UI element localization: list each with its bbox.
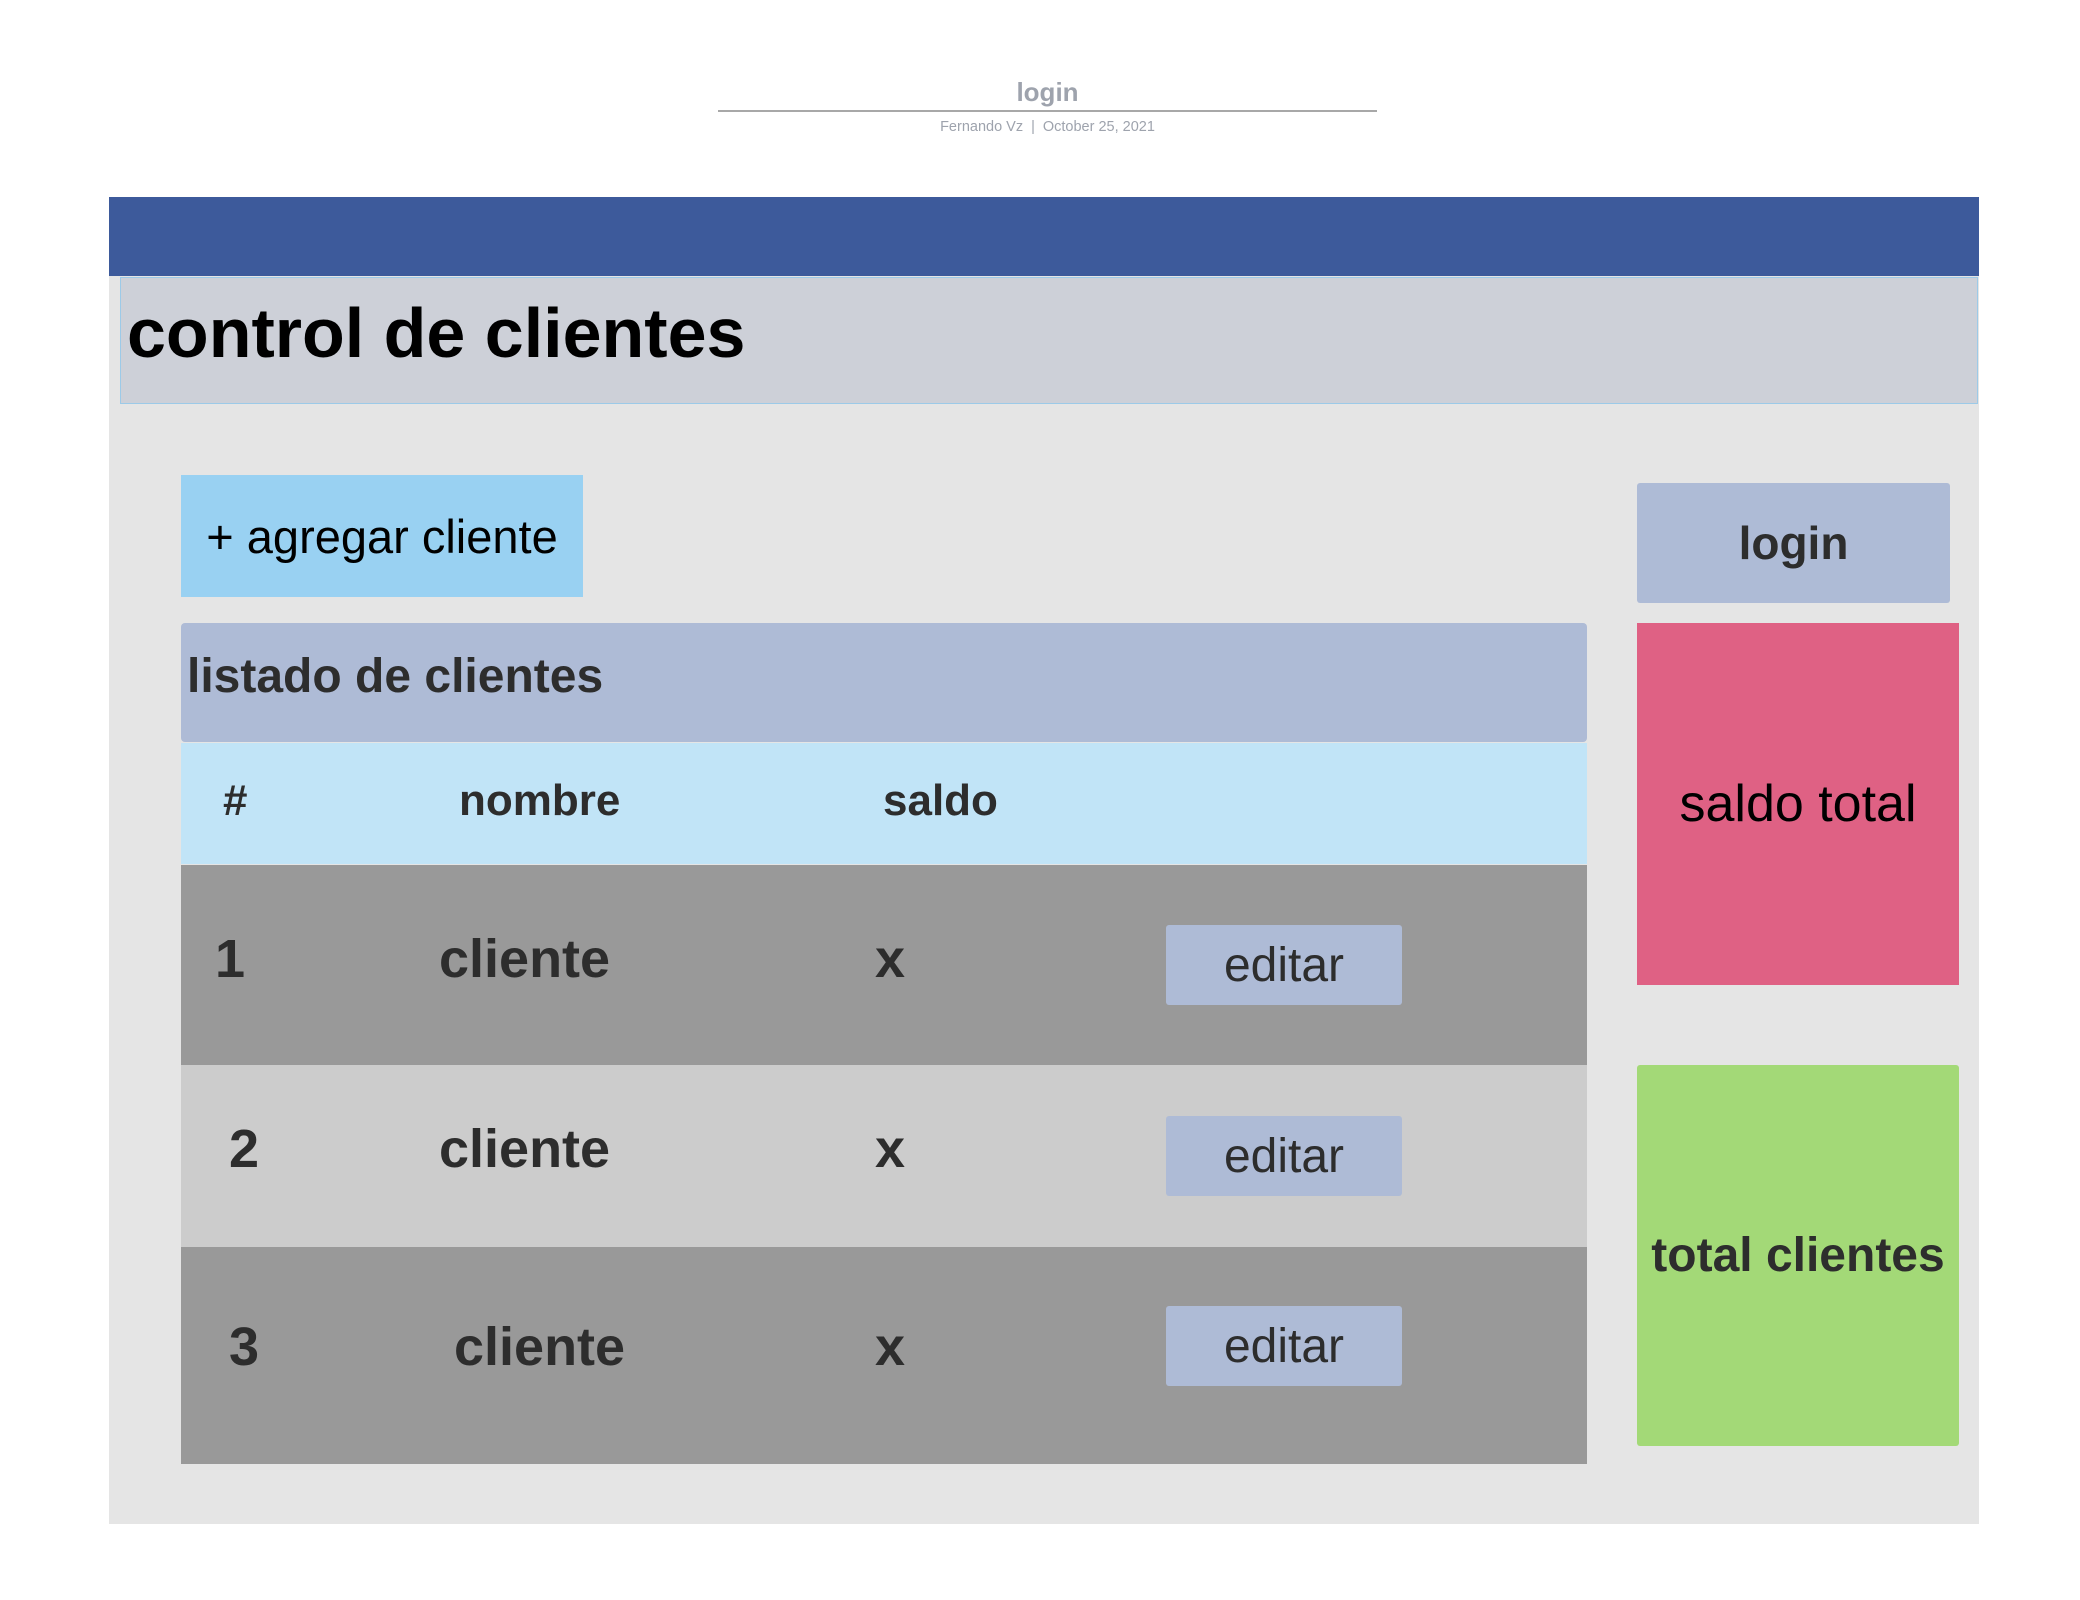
column-header-name: nombre	[459, 776, 621, 825]
row-client-balance: x	[875, 1119, 906, 1179]
row-number: 2	[229, 1119, 260, 1179]
row-client-name: cliente	[454, 1317, 626, 1377]
document-title: login	[1016, 77, 1079, 107]
edit-button[interactable]: editar	[1166, 1116, 1402, 1196]
total-clients-label: total clientes	[1651, 1229, 1945, 1282]
table-row: 3 cliente x editar	[181, 1247, 1587, 1464]
add-client-button[interactable]: + agregar cliente	[181, 475, 583, 597]
page-title: control de clientes	[127, 294, 746, 372]
client-list-title: listado de clientes	[187, 650, 604, 703]
total-clients-card: total clientes	[1637, 1065, 1959, 1446]
top-navbar	[109, 197, 1979, 276]
edit-button[interactable]: editar	[1166, 925, 1402, 1005]
row-client-name: cliente	[439, 929, 611, 989]
row-client-balance: x	[875, 929, 906, 989]
column-header-number: #	[223, 776, 248, 825]
document-date: October 25, 2021	[1042, 119, 1155, 135]
title-bar: control de clientes	[120, 277, 1978, 404]
column-header-balance: saldo	[883, 776, 998, 825]
edit-button[interactable]: editar	[1166, 1306, 1402, 1386]
table-header-row: # nombre saldo	[181, 743, 1587, 864]
table-row: 1 cliente x editar	[181, 865, 1587, 1065]
row-client-name: cliente	[439, 1119, 611, 1179]
row-number: 1	[215, 929, 246, 989]
meta-separator: |	[1031, 119, 1035, 135]
client-list-header: listado de clientes	[181, 623, 1587, 742]
row-number: 3	[229, 1317, 260, 1377]
total-balance-card: saldo total	[1637, 623, 1959, 985]
document-author: Fernando Vz	[940, 119, 1024, 135]
title-divider	[718, 110, 1377, 112]
total-balance-label: saldo total	[1679, 775, 1917, 833]
document-meta: Fernando Vz | October 25, 2021	[718, 116, 1377, 138]
login-button[interactable]: login	[1637, 483, 1950, 603]
table-row: 2 cliente x editar	[181, 1065, 1587, 1247]
row-client-balance: x	[875, 1317, 906, 1377]
